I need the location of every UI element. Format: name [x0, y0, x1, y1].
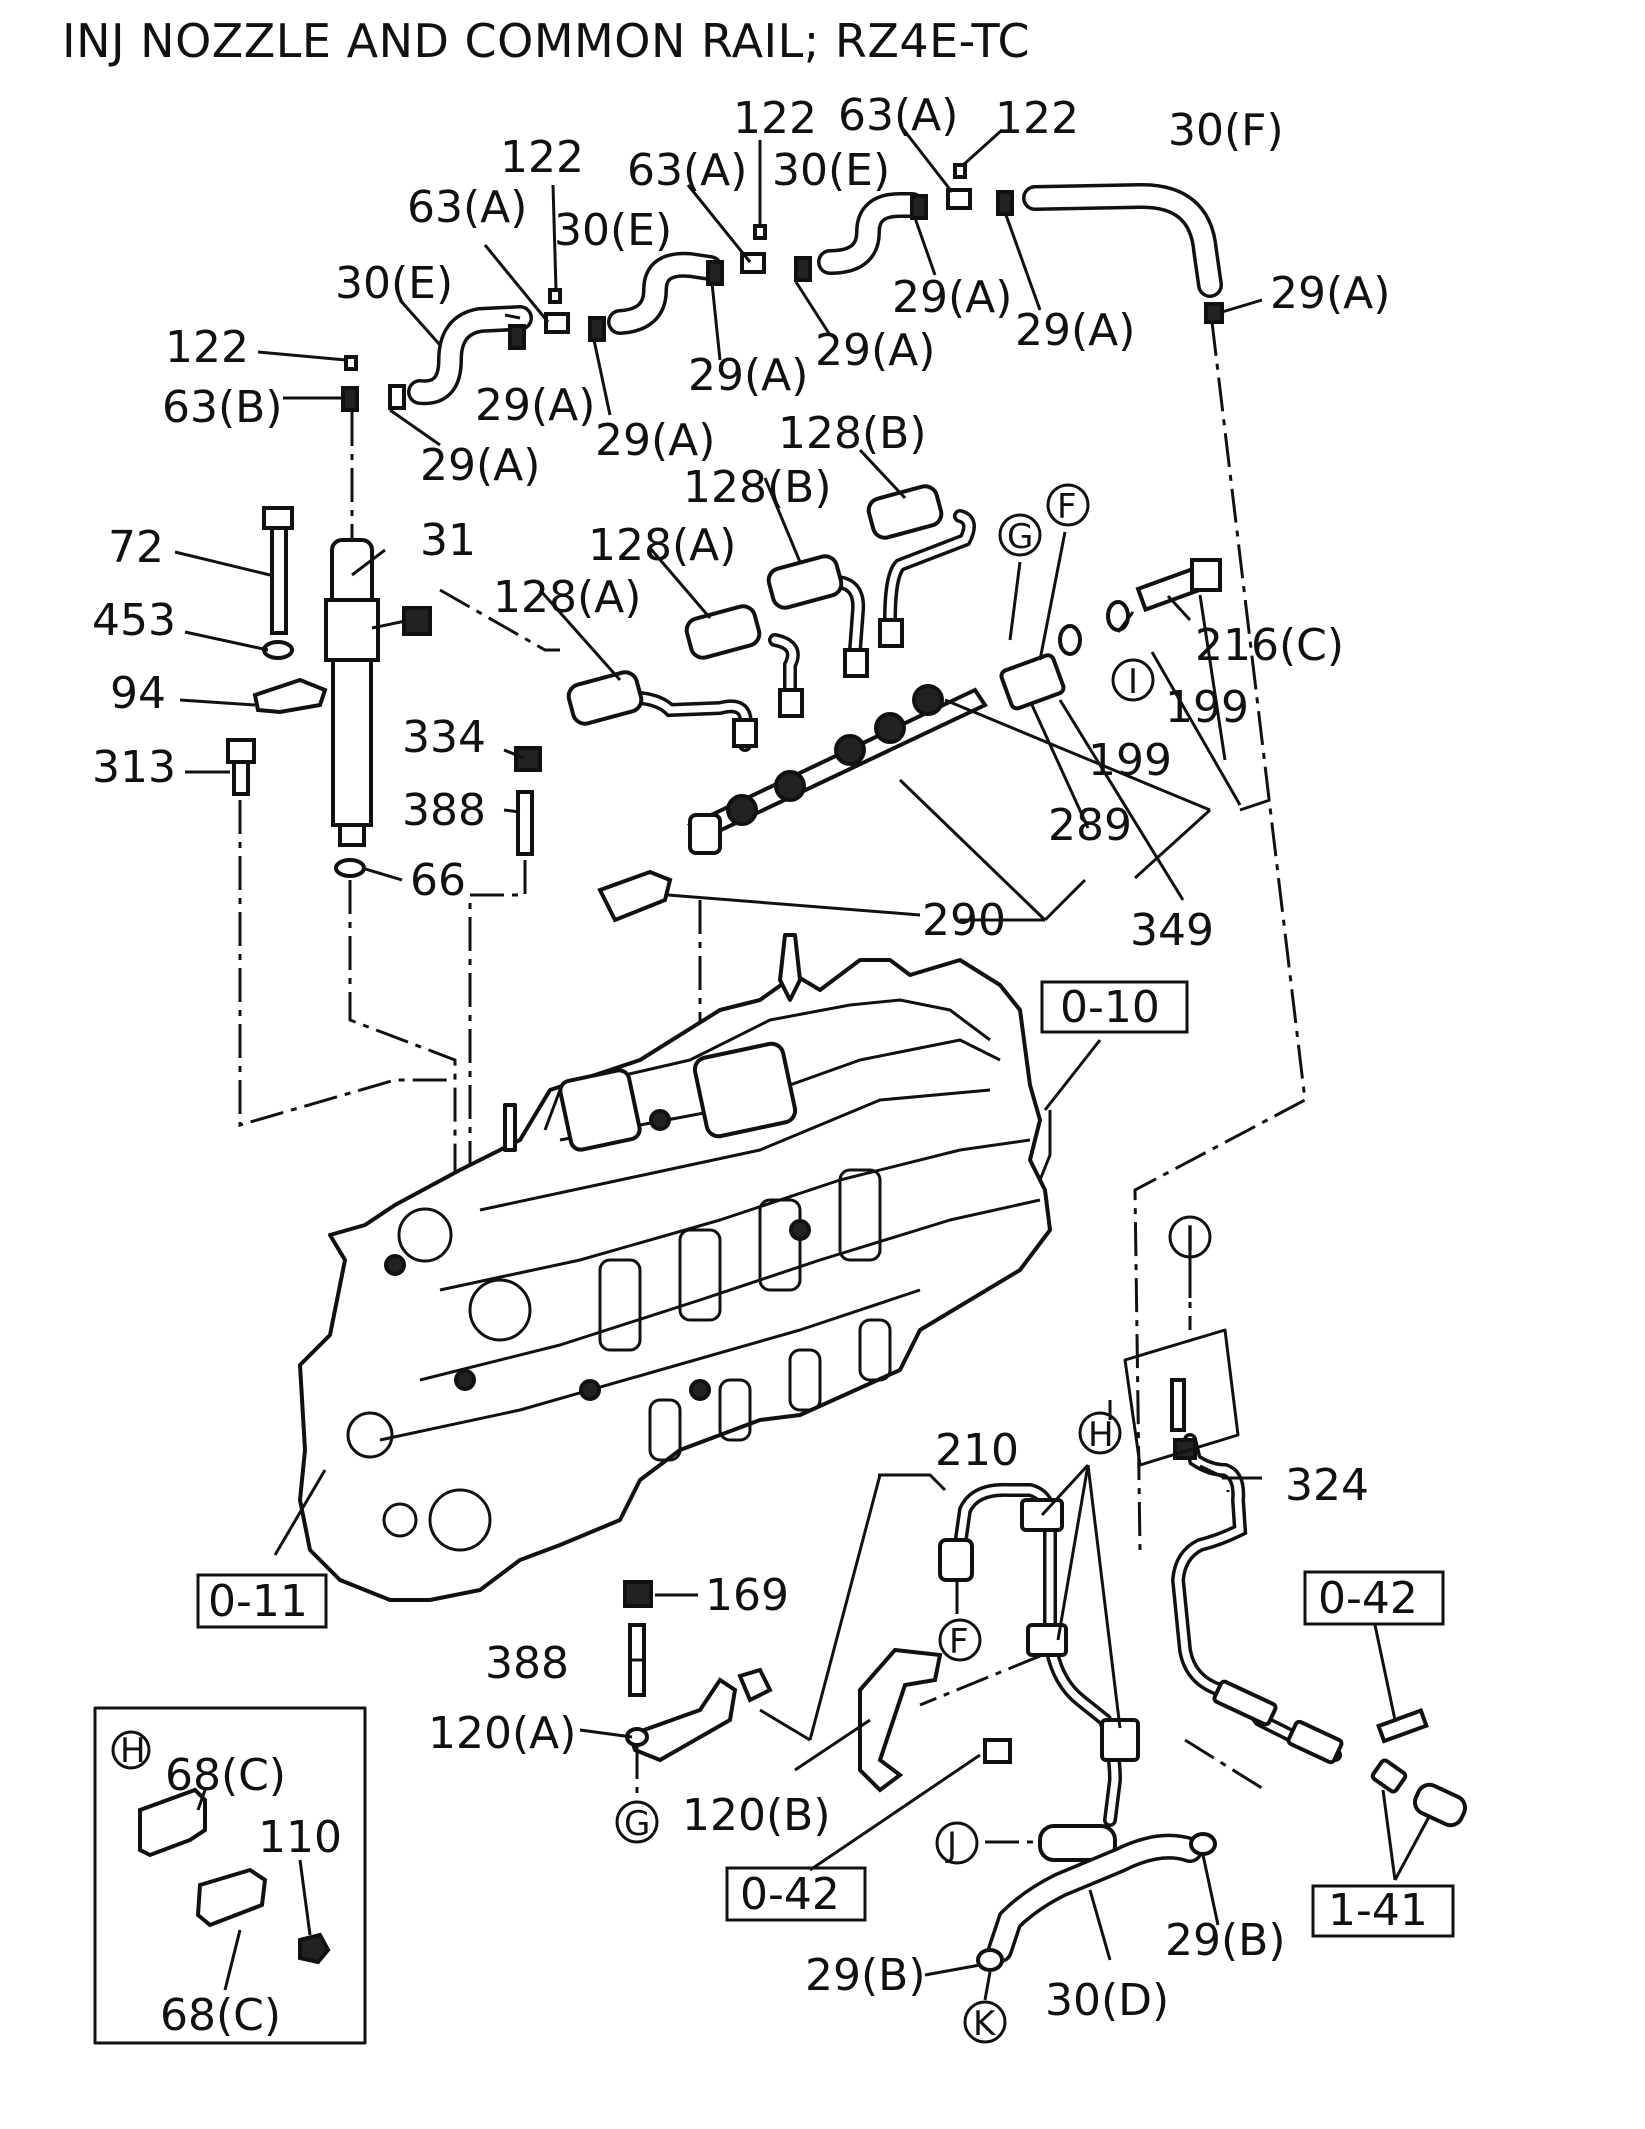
circled-i: I: [1185, 1219, 1195, 1259]
label-120a: 120(A): [428, 1708, 576, 1759]
label-128b: 128(B): [778, 408, 927, 459]
label-199: 199: [1088, 735, 1172, 786]
label-169: 169: [705, 1570, 789, 1621]
label-63b: 63(B): [162, 382, 283, 433]
reference-boxes: 0-10 0-11 0-42 0-42 1-41: [196, 980, 1455, 1938]
circled-g: G: [1007, 517, 1033, 557]
label-128b: 128(B): [683, 462, 832, 513]
label-29a: 29(A): [1015, 305, 1135, 356]
label-349: 349: [1130, 905, 1214, 956]
label-29a: 29(A): [420, 440, 540, 491]
ref-0-10: 0-10: [1060, 982, 1160, 1033]
label-31: 31: [420, 515, 476, 566]
circled-i: I: [1128, 662, 1138, 702]
label-334: 334: [402, 712, 486, 763]
label-30f: 30(F): [1168, 105, 1284, 156]
ref-0-42: 0-42: [740, 1869, 840, 1920]
circled-f: F: [949, 1622, 969, 1662]
label-30e: 30(E): [554, 205, 672, 256]
label-29a: 29(A): [815, 325, 935, 376]
label-388: 388: [402, 785, 486, 836]
label-30e: 30(E): [772, 145, 890, 196]
label-29a: 29(A): [595, 415, 715, 466]
label-68c: 68(C): [160, 1990, 281, 2041]
label-128a: 128(A): [493, 572, 641, 623]
return-hose-chain: [341, 163, 1224, 412]
label-290: 290: [922, 895, 1006, 946]
circled-callouts: F G I I H F G J K H: [111, 483, 1212, 2044]
circled-h: H: [120, 1731, 146, 1771]
injector-assembly: [174, 412, 432, 882]
label-29b: 29(B): [1165, 1915, 1286, 1966]
label-29b: 29(B): [805, 1950, 926, 2001]
label-289: 289: [1048, 800, 1132, 851]
top-leaders: [257, 124, 1263, 447]
ref-0-42: 0-42: [1318, 1573, 1418, 1624]
label-29a: 29(A): [688, 350, 808, 401]
circled-f: F: [1057, 487, 1077, 527]
label-63a: 63(A): [627, 145, 747, 196]
label-30e: 30(E): [335, 258, 453, 309]
circled-j: J: [945, 1825, 957, 1865]
label-122: 122: [500, 132, 584, 183]
label-63a: 63(A): [407, 182, 527, 233]
label-29a: 29(A): [1270, 268, 1390, 319]
lower-leaders: [273, 1039, 1432, 2001]
label-388: 388: [485, 1638, 569, 1689]
label-122: 122: [165, 322, 249, 373]
circled-h: H: [1088, 1415, 1114, 1455]
diagram-title: INJ NOZZLE AND COMMON RAIL; RZ4E-TC: [62, 14, 1031, 68]
label-29a: 29(A): [892, 272, 1012, 323]
injection-pipes: [514, 484, 1222, 923]
inset-h-box: [93, 1706, 367, 2045]
label-72: 72: [108, 522, 164, 573]
cylinder-head: [298, 933, 1052, 1602]
label-313: 313: [92, 742, 176, 793]
label-29a: 29(A): [475, 380, 595, 431]
ref-1-41: 1-41: [1328, 1885, 1428, 1936]
label-30d: 30(D): [1045, 1975, 1169, 2026]
leakoff-pipes: [623, 1328, 1468, 1972]
label-110: 110: [258, 1812, 342, 1863]
label-210: 210: [935, 1425, 1019, 1476]
rail-leaders: [503, 448, 1271, 922]
label-199: 199: [1165, 682, 1249, 733]
ref-0-11: 0-11: [208, 1576, 308, 1627]
label-120b: 120(B): [682, 1790, 831, 1841]
label-324: 324: [1285, 1460, 1369, 1511]
label-68c: 68(C): [165, 1750, 286, 1801]
label-94: 94: [110, 668, 166, 719]
label-122: 122: [995, 93, 1079, 144]
label-128a: 128(A): [588, 520, 736, 571]
circled-k: K: [973, 2004, 997, 2044]
label-122: 122: [733, 93, 817, 144]
circled-g: G: [624, 1804, 650, 1844]
label-63a: 63(A): [838, 90, 958, 141]
part-number-labels: 122 63(B) 30(E) 63(A) 122 30(E) 63(A) 12…: [92, 90, 1390, 2041]
label-453: 453: [92, 595, 176, 646]
label-216c: 216(C): [1195, 620, 1344, 671]
label-66: 66: [410, 855, 466, 906]
